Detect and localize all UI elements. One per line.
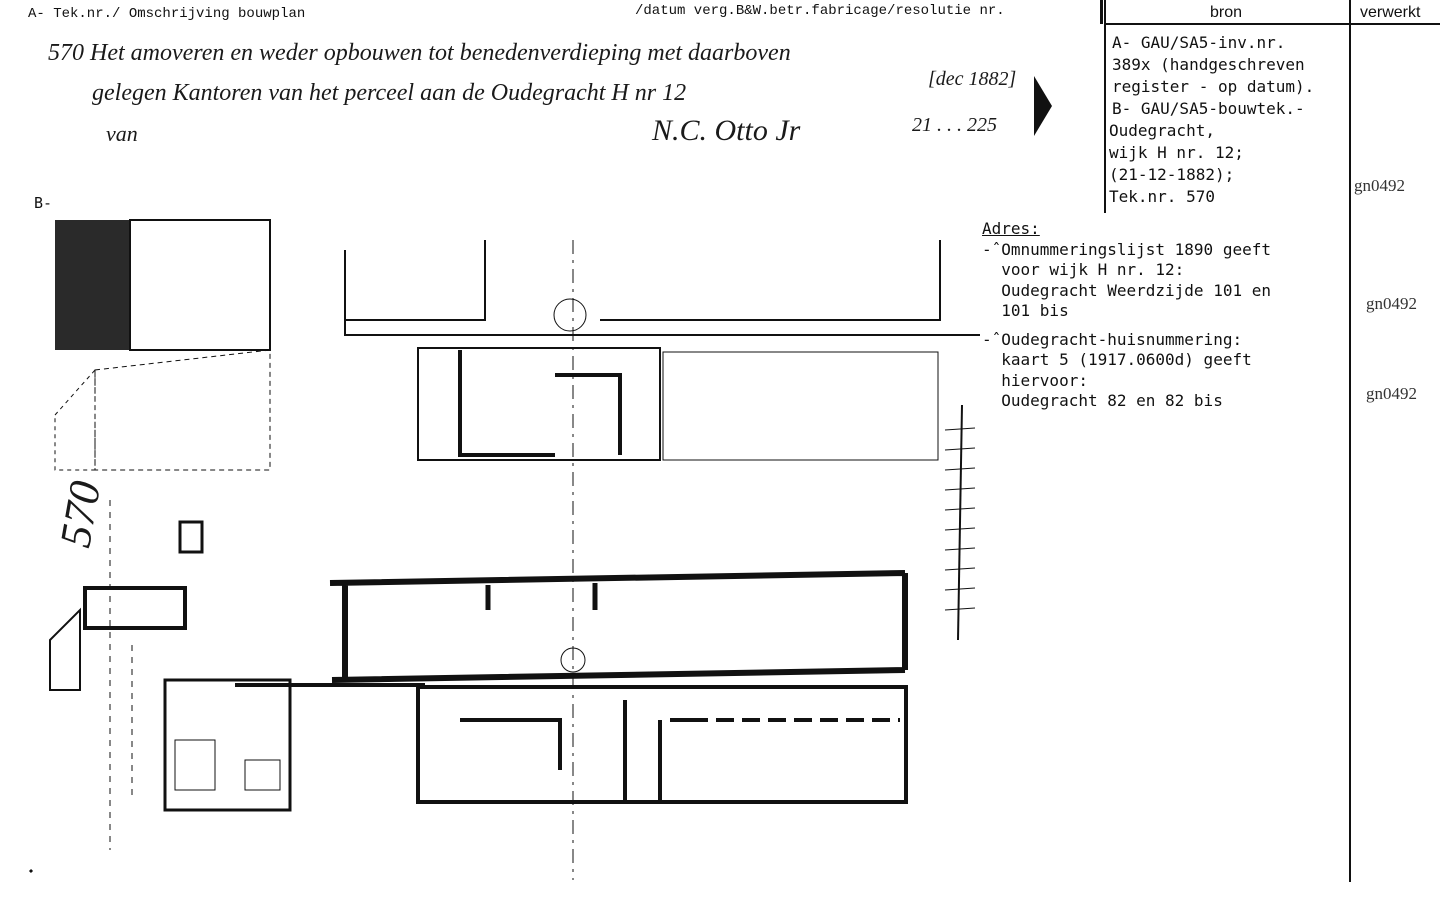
bron-line: 389x (handgeschreven — [1112, 55, 1305, 74]
bron-line: B- GAU/SA5-bouwtek.- — [1112, 99, 1305, 118]
header-verwerkt-label: verwerkt — [1360, 4, 1421, 21]
upper-floor-plan — [417, 347, 661, 461]
divider — [1100, 0, 1103, 24]
scale-ticks — [944, 427, 976, 611]
bron-line: Oudegracht, — [1109, 121, 1215, 140]
stair-circle — [560, 647, 586, 673]
adres-line: -ˆOudegracht-huisnummering: — [982, 329, 1243, 349]
window — [174, 739, 216, 791]
site-outline — [344, 240, 980, 336]
verwerkt-code: gn0492 — [1366, 384, 1417, 403]
verwerkt-code: gn0492 — [1366, 294, 1417, 313]
signature: N.C. Otto Jr — [652, 114, 801, 147]
adres-line: kaart 5 (1917.0600d) geeft — [982, 350, 1252, 369]
facade-band — [83, 586, 187, 630]
gable-side — [54, 368, 96, 471]
dot — [28, 868, 34, 874]
header-datum-label: /datum verg.B&W.betr.fabricage/resolutie… — [635, 3, 1005, 19]
bron-line: (21-12-1882); — [1109, 165, 1235, 184]
lower-walls — [460, 700, 690, 800]
divider — [1349, 0, 1351, 882]
verwerkt-code: gn0492 — [1354, 176, 1405, 195]
handwritten-description-line3: van — [106, 121, 138, 146]
side-gable — [49, 607, 81, 691]
header-omschrijving-label: A- Tek.nr./ Omschrijving bouwplan — [28, 6, 306, 22]
ground-walls — [485, 583, 598, 610]
divider — [1104, 0, 1106, 213]
ground-floor-plan — [329, 570, 908, 683]
header-bron-label: bron — [1210, 4, 1243, 21]
section-b-label: B- — [34, 194, 53, 212]
bron-line: wijk H nr. 12; — [1109, 143, 1244, 162]
adres-block: Adres: -ˆOmnummeringslijst 1890 geeft vo… — [982, 219, 1271, 412]
adres-line: 101 bis — [982, 301, 1069, 320]
gable — [94, 349, 271, 471]
upper-floor-room — [662, 351, 939, 461]
dark-texture — [55, 220, 130, 350]
bron-line: A- GAU/SA5-inv.nr. — [1112, 33, 1286, 52]
lower-floor-plan — [416, 685, 908, 804]
upper-walls — [458, 350, 622, 457]
facade-lower — [163, 678, 292, 812]
adres-line: Oudegracht Weerdzijde 101 en — [982, 280, 1271, 300]
bron-text: A- GAU/SA5-inv.nr. 389x (handgeschreven … — [1109, 32, 1315, 208]
bron-line: Tek.nr. 570 — [1109, 187, 1215, 206]
adres-line: voor wijk H nr. 12: — [982, 260, 1185, 279]
handwritten-description-line1: 570 Het amoveren en weder opbouwen tot b… — [48, 40, 791, 66]
divider — [1104, 23, 1440, 25]
facade-outline — [129, 219, 271, 351]
construction-line — [109, 500, 133, 850]
window — [244, 759, 281, 791]
window — [178, 520, 204, 554]
adres-line: -ˆOmnummeringslijst 1890 geeft — [982, 239, 1271, 259]
mark-icon — [1034, 76, 1052, 136]
handwritten-description-line2: gelegen Kantoren van het perceel aan de … — [92, 80, 687, 106]
handwritten-date: [dec 1882] — [928, 68, 1017, 90]
scale-bar — [957, 404, 963, 641]
adres-title: Adres: — [982, 219, 1040, 238]
handwritten-resolution: 21 . . . 225 — [912, 114, 997, 136]
adres-line: hiervoor: — [982, 370, 1088, 390]
bron-line: register - op datum). — [1112, 77, 1315, 96]
architectural-drawing — [28, 219, 980, 880]
spiral-stair — [553, 298, 587, 332]
adres-line: Oudegracht 82 en 82 bis — [982, 391, 1223, 410]
